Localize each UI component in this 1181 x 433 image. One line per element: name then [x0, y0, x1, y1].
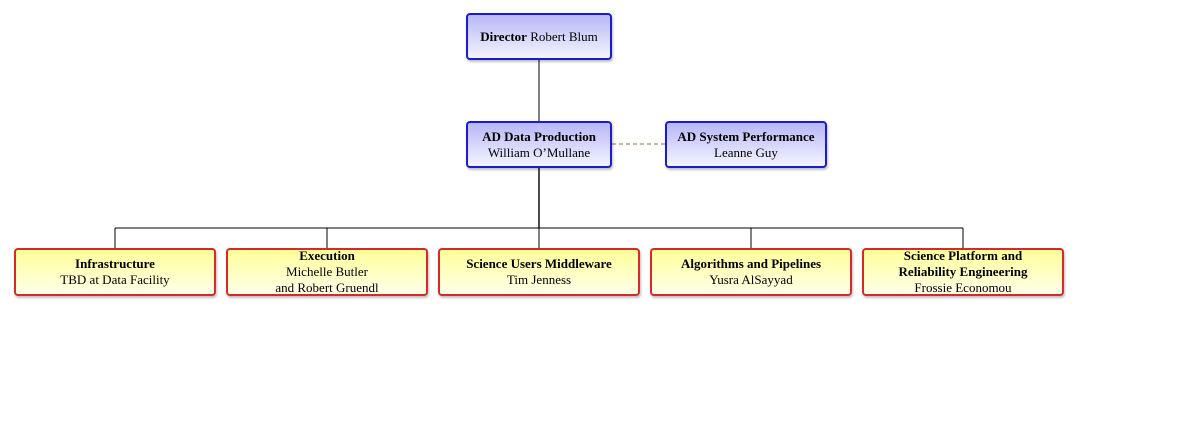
- group-role: Science Users Middleware: [466, 256, 612, 271]
- group-role: Science Platform and: [903, 248, 1023, 263]
- group-node-algorithms-and-pipelines: Algorithms and Pipelines Yusra AlSayyad: [650, 248, 852, 296]
- data-production-node: AD Data Production William O’Mullane: [466, 121, 612, 168]
- group-lead: TBD at Data Facility: [60, 272, 170, 287]
- group-node-science-platform: Science Platform and Reliability Enginee…: [862, 248, 1064, 296]
- group-lead: Michelle Butler: [286, 264, 368, 279]
- group-role: Execution: [299, 248, 355, 263]
- group-role: Infrastructure: [75, 256, 155, 271]
- system-performance-role: AD System Performance: [677, 128, 815, 144]
- group-role: Algorithms and Pipelines: [680, 256, 822, 271]
- system-performance-name: Leanne Guy: [714, 144, 778, 160]
- data-production-role: AD Data Production: [482, 128, 596, 144]
- group-lead: Tim Jenness: [506, 272, 572, 287]
- data-production-name: William O’Mullane: [487, 144, 591, 160]
- system-performance-node: AD System Performance Leanne Guy: [665, 121, 827, 168]
- group-role-second-line: Reliability Engineering: [898, 264, 1028, 279]
- group-lead: Yusra AlSayyad: [709, 272, 793, 287]
- group-node-science-users-middleware: Science Users Middleware Tim Jenness: [438, 248, 640, 296]
- group-node-infrastructure: Infrastructure TBD at Data Facility: [14, 248, 216, 296]
- director-name: Robert Blum: [530, 28, 598, 44]
- group-node-execution: Execution Michelle Butler and Robert Gru…: [226, 248, 428, 296]
- director-node: Director Robert Blum: [466, 13, 612, 60]
- group-lead-second-line: and Robert Gruendl: [275, 280, 379, 295]
- director-role: Director: [480, 28, 527, 44]
- group-lead: Frossie Economou: [914, 280, 1012, 295]
